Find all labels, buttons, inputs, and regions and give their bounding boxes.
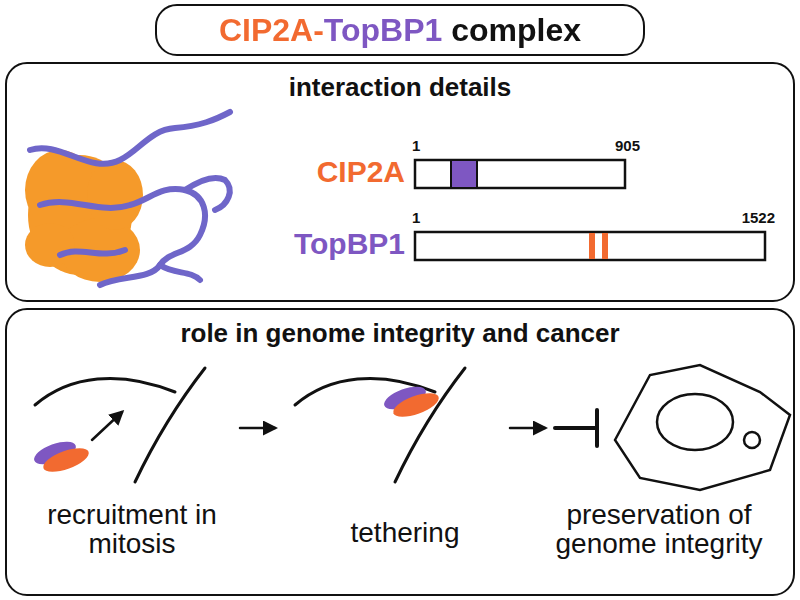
domain-bars <box>415 160 765 260</box>
protein-name: TopBP1 <box>230 228 405 260</box>
protein-pair <box>31 382 441 477</box>
step-label: preservation of genome integrity <box>528 500 790 559</box>
protein-name: CIP2A <box>250 156 405 188</box>
title-box: CIP2A-TopBP1 complex <box>155 4 645 56</box>
panel-heading: interaction details <box>289 72 512 102</box>
protein-structure <box>25 112 230 285</box>
residue-number: 1 <box>412 138 442 154</box>
step-label: recruitment in mitosis <box>12 500 252 559</box>
title-text: CIP2A-TopBP1 complex <box>219 12 581 48</box>
residue-number: 1 <box>412 210 442 226</box>
mechanism-drawing <box>35 365 790 490</box>
residue-number: 1522 <box>715 210 775 226</box>
step-label: tethering <box>310 518 500 547</box>
panel-heading: role in genome integrity and cancer <box>180 318 619 348</box>
residue-number: 905 <box>580 138 640 154</box>
